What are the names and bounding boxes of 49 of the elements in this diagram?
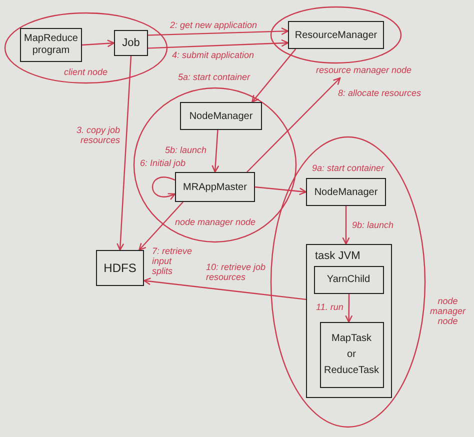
arrow [254, 186, 307, 196]
node-label: MapTask or ReduceTask [324, 332, 380, 378]
process-box [175, 172, 255, 202]
process-box [320, 322, 384, 388]
arrow [143, 278, 306, 300]
container-heading: task JVM [315, 249, 360, 264]
arrow [345, 294, 353, 323]
arrow [252, 48, 296, 103]
group-label: client node [64, 67, 108, 77]
arrow [116, 56, 132, 251]
node-label: YarnChild [326, 273, 370, 287]
edge-label: 5b: launch [165, 145, 207, 155]
arrow [148, 39, 289, 49]
edge-label: 4: submit application [172, 50, 254, 60]
group-label: resource manager node [316, 65, 412, 75]
edge-label: 9a: start container [312, 163, 384, 173]
node-label: MRAppMaster [183, 180, 247, 194]
edge-label: 10: retrieve job resources [206, 262, 266, 282]
process-box [306, 178, 386, 206]
process-box [114, 30, 148, 56]
arrow [342, 206, 350, 245]
edge-label: 9b: launch [352, 220, 394, 230]
edge-label: 3. copy job resources [75, 125, 120, 145]
arrow [82, 40, 115, 48]
arrow [212, 130, 220, 173]
edge-label: 11. run [316, 302, 344, 312]
node-label: ResourceManager [294, 28, 378, 42]
edge-label: 2: get new application [170, 20, 258, 30]
loop-arrow [152, 176, 176, 200]
node-label: HDFS [104, 260, 136, 277]
arrow [138, 202, 184, 251]
process-box [314, 266, 384, 294]
node-label: MapReduce program [24, 33, 78, 57]
process-box [96, 250, 144, 286]
arrow [148, 27, 289, 36]
process-box [180, 102, 262, 130]
edge-label: 6: Initial job [140, 158, 186, 168]
node-label: NodeManager [189, 110, 253, 124]
node-label: NodeManager [314, 186, 378, 200]
group-label: node manager node [175, 217, 256, 227]
container-box [306, 244, 392, 398]
arrow [246, 77, 341, 172]
node-label: Job [122, 36, 140, 51]
process-box [288, 21, 384, 49]
edge-label: 7: retrieve input splits [152, 246, 194, 276]
process-box [20, 28, 82, 62]
edge-label: 8: allocate resources [338, 88, 422, 98]
group-label: node manager node [430, 296, 466, 326]
edge-label: 5a: start container [178, 72, 250, 82]
